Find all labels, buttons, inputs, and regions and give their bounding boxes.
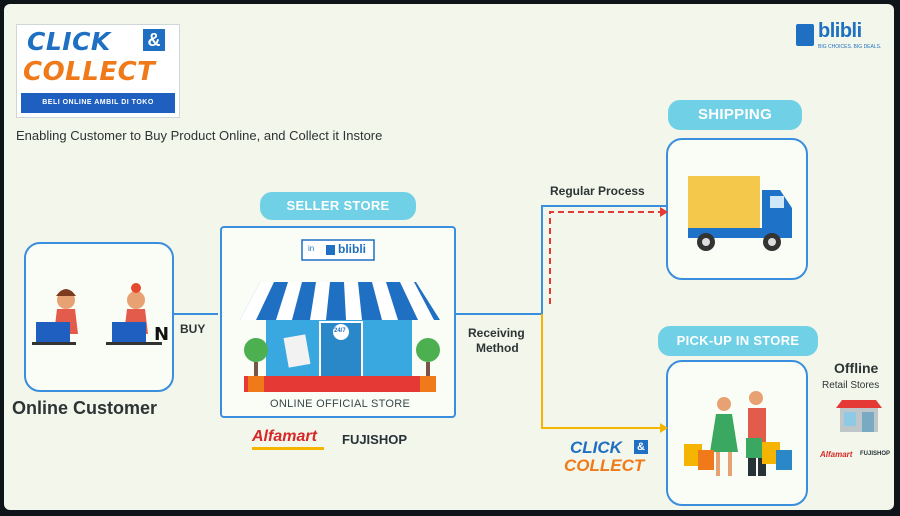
receiving-label-1: Receiving (468, 326, 525, 340)
store-sign (301, 239, 375, 261)
store-caption: ONLINE OFFICIAL STORE (270, 398, 411, 410)
storefront-icon (240, 239, 440, 393)
flow-diagram: N (32, 176, 882, 476)
svg-text:N: N (154, 324, 169, 345)
offline-sub: Retail Stores (822, 380, 880, 391)
door-sign-text: 24/7 (334, 328, 346, 334)
mini-store-icon (836, 400, 882, 432)
door-sign (333, 324, 349, 340)
buy-label: BUY (180, 322, 206, 336)
customer-panel (24, 242, 174, 392)
logo-line-click: CLICK (27, 27, 111, 56)
receiving-label-2: Method (476, 341, 519, 355)
store-sign-brand: blibli (338, 242, 366, 256)
laptop-icon (32, 322, 76, 345)
blibli-bag-icon (326, 245, 335, 255)
truck-icon (688, 176, 792, 251)
pickup-pill: PICK-UP IN STORE (658, 326, 818, 356)
regular-process-arrow (549, 211, 660, 304)
regular-process-label: Regular Process (550, 184, 645, 198)
shopper-woman-icon (710, 397, 738, 476)
logo-line-collect: COLLECT (23, 57, 156, 87)
pickup-panel (666, 360, 808, 506)
pickup-arrowhead-icon (660, 423, 668, 433)
cc-small-collect: COLLECT (564, 456, 645, 475)
blibli-wordmark: blibli (818, 20, 862, 42)
logo-ampersand: & (143, 29, 165, 51)
shipping-pill: SHIPPING (668, 100, 802, 130)
cc-small-amp: & (634, 440, 648, 454)
logo-tagline: BELI ONLINE AMBIL DI TOKO (21, 93, 175, 113)
seller-store-pill: SELLER STORE (260, 192, 416, 220)
shipping-branch-line (541, 205, 668, 314)
slide: CLICK & COLLECT BELI ONLINE AMBIL DI TOK… (4, 4, 894, 510)
shopping-bag-icon (684, 438, 792, 470)
page-subtitle: Enabling Customer to Buy Product Online,… (16, 128, 383, 143)
partner-fujishop: FUJISHOP (342, 432, 408, 447)
offline-partner-fujishop: FUJISHOP (860, 451, 891, 457)
store-sign-prefix: in (308, 244, 315, 253)
pickup-arrow (541, 314, 660, 429)
click-collect-logo: CLICK & COLLECT BELI ONLINE AMBIL DI TOK… (16, 24, 180, 118)
offline-partner-alfamart: Alfamart (820, 450, 853, 459)
alfamart-underline (252, 447, 324, 450)
offline-title: Offline (834, 360, 879, 376)
laptop-icon: N (106, 322, 169, 345)
partner-alfamart: Alfamart (252, 428, 317, 445)
blibli-bag-icon (796, 24, 814, 46)
tree-icon (416, 338, 440, 392)
customer-caption: Online Customer (12, 398, 158, 418)
cc-small-click: CLICK (570, 438, 622, 457)
tree-icon (244, 338, 268, 392)
regular-arrowhead-icon (660, 207, 668, 217)
blibli-slogan: BIG CHOICES. BIG DEALS. (818, 44, 882, 50)
blibli-logo: blibli BIG CHOICES. BIG DEALS. (796, 20, 886, 56)
poster (283, 334, 311, 368)
